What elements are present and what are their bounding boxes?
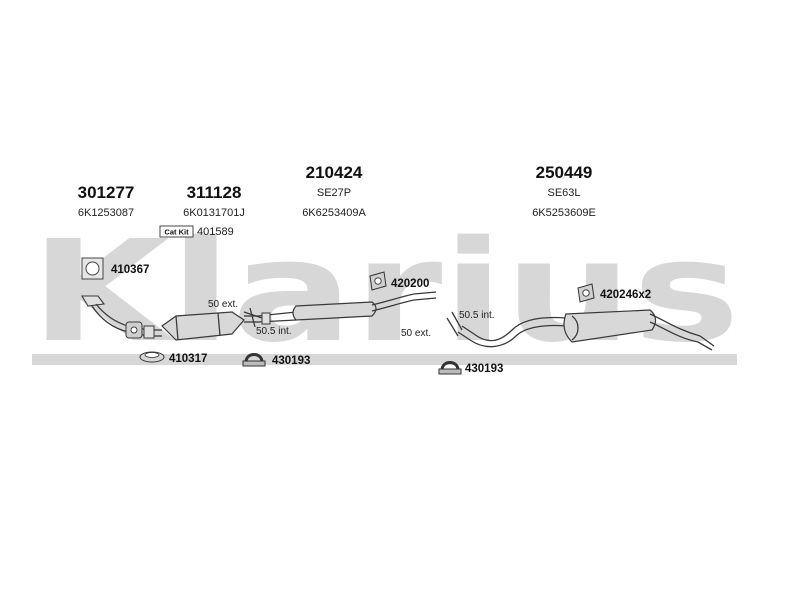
watermark: Klarius <box>30 211 740 374</box>
clamp-icon-right <box>438 361 462 375</box>
hanger-icon <box>369 271 387 291</box>
watermark-bar <box>32 354 737 365</box>
oe-reference-250449: 6K5253609E <box>532 207 596 219</box>
oe-reference-210424: 6K6253409A <box>302 207 366 219</box>
part-number-210424[interactable]: 210424 <box>306 163 363 182</box>
note-ext-left: 50 ext. <box>208 299 238 310</box>
part-code-se27p: SE27P <box>317 187 351 199</box>
ring-gasket-icon <box>139 351 165 363</box>
rear-hanger-icon <box>577 283 595 303</box>
note-int-left: 50.5 int. <box>256 326 292 337</box>
cat-kit-number: 401589 <box>197 226 234 238</box>
joint-right-marker <box>446 311 463 337</box>
accessory-420200[interactable]: 420200 <box>391 278 429 290</box>
oe-reference-301277: 6K1253087 <box>78 207 134 219</box>
note-int-right: 50.5 int. <box>459 310 495 321</box>
cat-kit-badge-box <box>159 225 194 238</box>
gasket-square-icon <box>81 257 104 280</box>
part-code-se63l: SE63L <box>547 187 580 199</box>
part-number-250449[interactable]: 250449 <box>536 163 593 182</box>
joint-left-marker <box>243 307 263 328</box>
accessory-410367[interactable]: 410367 <box>111 264 149 276</box>
centre-silencer-icon <box>257 291 437 325</box>
note-ext-right: 50 ext. <box>401 328 431 339</box>
front-pipe-icon <box>81 295 155 339</box>
accessory-430193-left[interactable]: 430193 <box>272 355 310 367</box>
oe-reference-311128: 6K0131701J <box>183 207 245 219</box>
part-number-311128[interactable]: 311128 <box>187 183 242 202</box>
accessory-420246x2[interactable]: 420246x2 <box>600 289 651 301</box>
accessory-410317[interactable]: 410317 <box>169 353 207 365</box>
clamp-icon-left <box>242 353 266 367</box>
cat-kit-badge: Cat Kit <box>164 228 189 237</box>
catalytic-converter-icon <box>154 311 258 341</box>
brand-watermark: Klarius <box>30 211 740 374</box>
part-number-301277[interactable]: 301277 <box>78 183 135 202</box>
cat-kit[interactable]: Cat Kit 401589 <box>159 225 234 238</box>
rear-silencer-icon <box>457 309 715 351</box>
accessory-430193-right[interactable]: 430193 <box>465 363 503 375</box>
